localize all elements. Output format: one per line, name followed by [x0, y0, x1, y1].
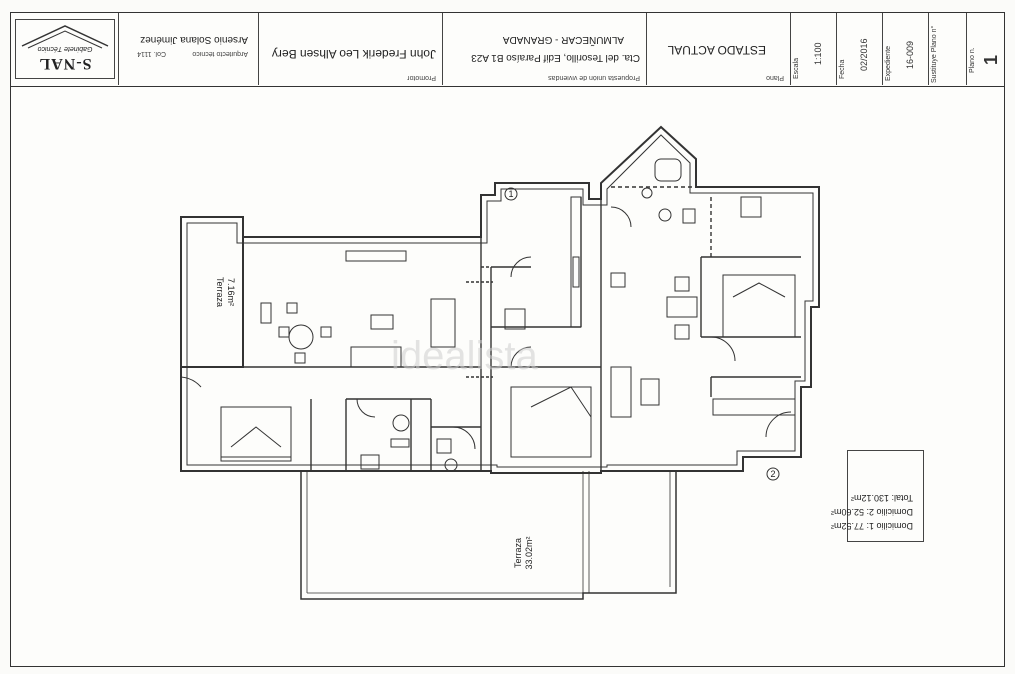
- architect-cell: Arsenio Solana Jiménez Arquitecto técnic…: [119, 13, 259, 85]
- large-terrace-name: Terraza: [513, 538, 523, 568]
- file-cell: Expediente 16-009: [883, 13, 929, 85]
- file-value: 16-009: [905, 40, 915, 69]
- scale-label: Escala: [793, 57, 800, 79]
- area-row-2-value: 52.60m²: [830, 507, 864, 517]
- plan-label: Plano: [766, 74, 784, 81]
- plan-number-value: 1: [981, 54, 1001, 65]
- plan-name: ESTADO ACTUAL: [667, 43, 766, 57]
- logo-cell: S-NAL Gabinete Técnico: [11, 13, 119, 85]
- area-row-3-label: Total:: [891, 493, 913, 503]
- promoter-label: Promotor: [407, 74, 436, 81]
- logo-subtitle: Gabinete Técnico: [37, 45, 93, 52]
- unit-marker-2-circle: [766, 467, 780, 481]
- project-cell: ALMUÑECAR - GRANADA Cta. del Tesorillo, …: [443, 13, 647, 85]
- large-terrace-area: 33.02m²: [524, 536, 534, 569]
- area-row-1-value: 77.52m²: [830, 521, 864, 531]
- replaces-cell: Sustituye Plano n°: [929, 13, 967, 85]
- date-cell: Fecha 02/2016: [837, 13, 883, 85]
- unit-marker-2: 2: [770, 469, 775, 479]
- company-logo: S-NAL Gabinete Técnico: [15, 19, 115, 79]
- area-row-3: Total: 130.12m²: [851, 493, 913, 503]
- architect-role: Arquitecto técnico: [192, 50, 248, 57]
- floor-plan: 1 2 Terraza 7.16m² Terraza 33.02m² ideal…: [180, 125, 820, 600]
- address-line-1: ALMUÑECAR - GRANADA: [502, 34, 624, 45]
- project-label: Propuesta unión de viviendas: [548, 74, 640, 81]
- small-terrace-name: Terraza: [215, 277, 225, 307]
- plan-name-cell: ESTADO ACTUAL Plano: [647, 13, 791, 85]
- drawing-sheet: S-NAL Gabinete Técnico Arsenio Solana Ji…: [10, 12, 1005, 667]
- area-row-1-label: Domicilio 1:: [866, 521, 913, 531]
- plan-number-cell: Plano n. 1: [967, 13, 1004, 85]
- area-row-1: Domicilio 1: 77.52m²: [831, 521, 913, 531]
- promoter-cell: John Frederik Leo Alhsen Bery Promotor: [259, 13, 443, 85]
- logo-text: S-NAL: [38, 55, 92, 72]
- logo-roof-icon: [21, 25, 109, 49]
- architect-reg: Col. 1114: [137, 50, 166, 57]
- small-terrace-area: 7.16m²: [226, 278, 236, 306]
- area-row-3-value: 130.12m²: [850, 493, 889, 503]
- architect-name: Arsenio Solana Jiménez: [140, 34, 248, 45]
- scale-cell: Escala 1:100: [791, 13, 837, 85]
- promoter-name: John Frederik Leo Alhsen Bery: [271, 47, 436, 61]
- scale-value: 1:100: [813, 42, 823, 65]
- area-summary: Domicilio 1: 77.52m² Domicilio 2: 52.60m…: [831, 450, 924, 542]
- unit-marker-1: 1: [508, 189, 513, 199]
- unit-marker-1-circle: [504, 187, 518, 201]
- plan-number-label: Plano n.: [969, 47, 976, 73]
- replaces-label: Sustituye Plano n°: [931, 25, 938, 83]
- area-row-2: Domicilio 2: 52.60m²: [831, 507, 913, 517]
- file-label: Expediente: [885, 45, 892, 81]
- area-row-2-label: Domicilio 2:: [866, 507, 913, 517]
- date-value: 02/2016: [859, 38, 869, 71]
- date-label: Fecha: [839, 59, 846, 79]
- title-block: S-NAL Gabinete Técnico Arsenio Solana Ji…: [11, 13, 1004, 87]
- watermark: idealista: [391, 334, 539, 378]
- address-line-2: Cta. del Tesorillo, Edif Paraíso B1 A23: [471, 52, 640, 63]
